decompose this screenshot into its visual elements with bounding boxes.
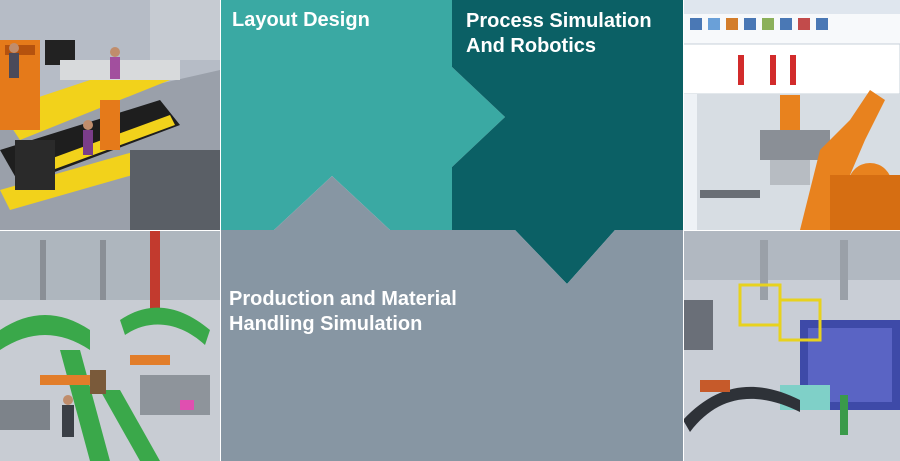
production-simulation-title-line1: Production and Material [229, 288, 457, 310]
process-simulation-tile [452, 0, 683, 284]
production-simulation-tile [221, 176, 683, 461]
process-simulation-title-line2: And Robotics [466, 35, 596, 57]
layout-design-tile [221, 0, 505, 230]
production-simulation-title-line2: Handling Simulation [229, 313, 423, 335]
warehouse-conveyor-image [0, 230, 220, 461]
software-robot-image [682, 0, 900, 230]
production-simulation-title: Production and Material Handling Simulat… [229, 287, 457, 337]
layout-design-title: Layout Design [232, 9, 370, 31]
assembly-line-image [683, 230, 900, 461]
process-simulation-title-line1: Process Simulation [466, 10, 652, 32]
factory-layout-image [0, 0, 220, 230]
process-simulation-title: Process Simulation And Robotics [466, 9, 652, 59]
